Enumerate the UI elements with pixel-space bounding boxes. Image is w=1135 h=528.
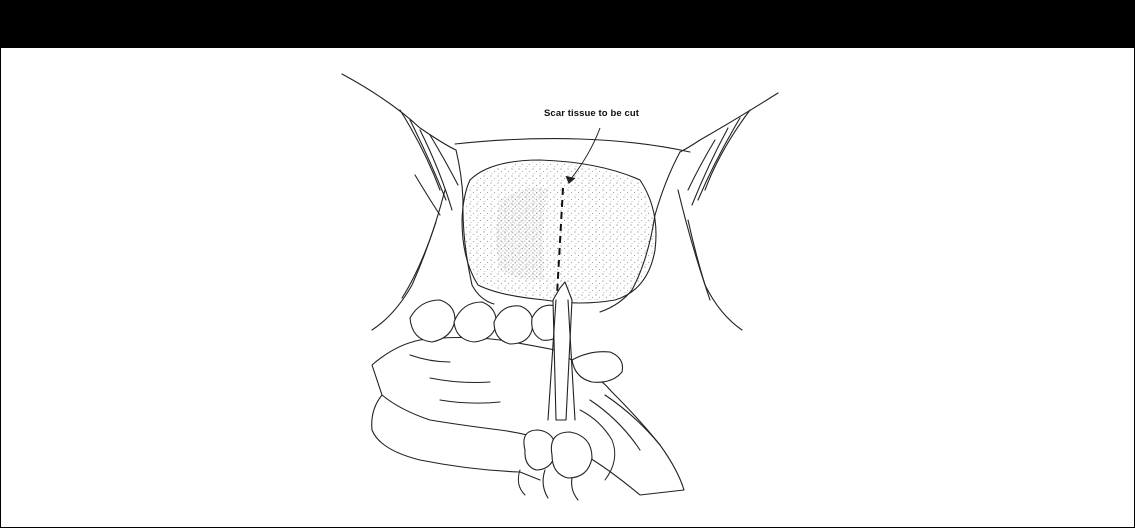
top-contour	[455, 139, 690, 152]
left-fold-outer2	[402, 222, 436, 298]
hand-illustration	[372, 300, 684, 495]
right-thigh-outline	[680, 93, 778, 152]
callout-label: Scar tissue to be cut	[544, 108, 639, 119]
tissue-stipple	[464, 162, 654, 301]
tissue-stipple-dense	[496, 188, 548, 281]
left-thigh-shading	[400, 110, 458, 215]
left-thigh-outline	[342, 74, 456, 150]
right-fold-outer	[678, 190, 742, 330]
right-thigh-shading	[688, 110, 750, 205]
